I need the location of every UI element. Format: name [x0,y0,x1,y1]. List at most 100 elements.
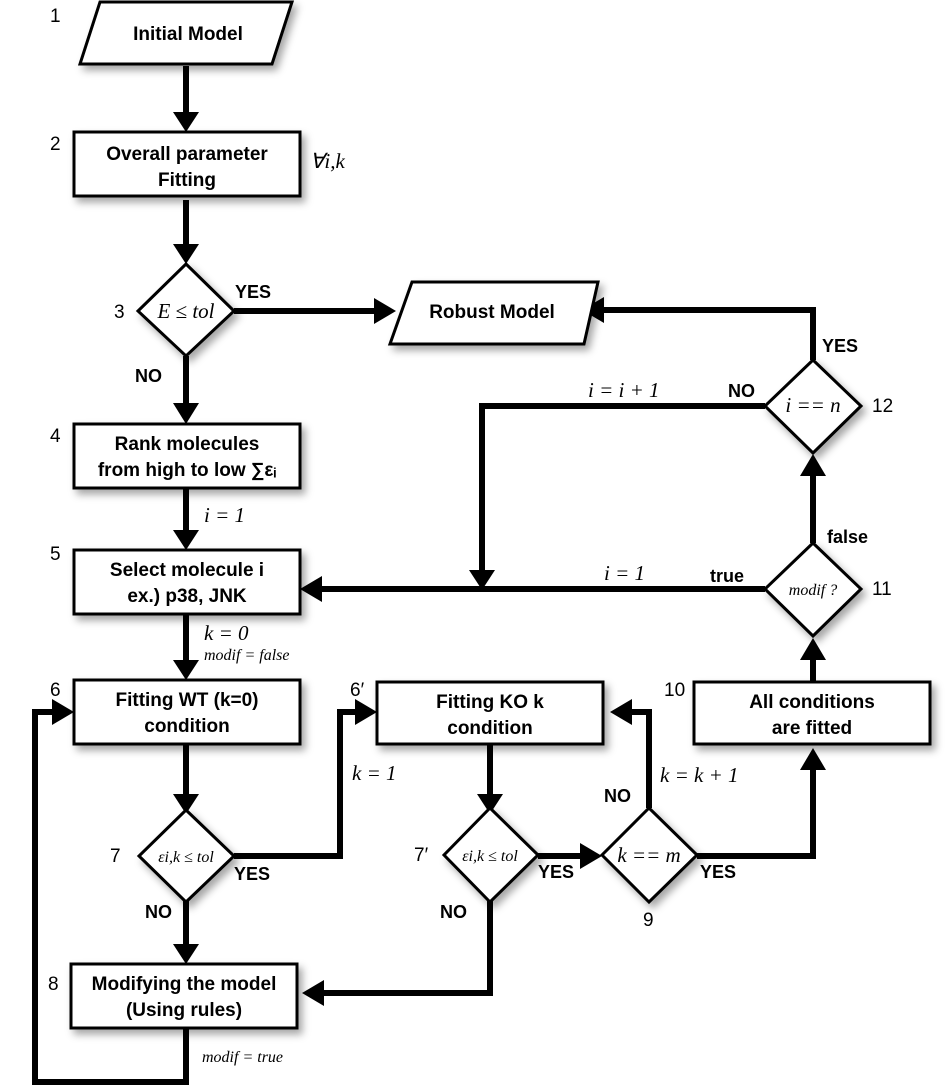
diamond-shape [136,807,237,905]
diamond-shape [599,805,700,905]
for-all-annotation: ∀i,k [310,149,345,173]
edge-7p-8 [320,898,493,996]
node-decision-modif: modif ? 11 true false i = 1 [604,527,892,639]
node-decision-i-n: i == n 12 YES NO i = i + 1 [588,336,893,456]
edge-9-6p [628,709,652,808]
node-overall-fitting: Overall parameter Fitting 2 ∀i,k [50,130,345,198]
step-number: 9 [643,910,654,931]
no-label: NO [135,366,162,386]
node-decision-e-tol: E ≤ tol 3 YES NO [114,261,271,386]
arrowhead [173,244,199,264]
node-label-line1: All conditions [749,692,875,713]
edge-8-6 [32,709,189,1085]
edge-12-5 [479,403,765,575]
node-label: Initial Model [133,24,243,45]
step-number: 6′ [350,680,365,701]
arrowhead [477,794,503,814]
arrowhead [302,980,324,1006]
step-number: 2 [50,134,61,155]
arrowhead [173,403,199,424]
arrowhead [580,843,602,869]
node-decision-7: εi,k ≤ tol 7 YES NO [110,807,270,922]
diamond-shape [441,805,541,905]
box-shape [72,130,302,198]
node-label-line1: Rank molecules [115,434,260,455]
diamond-shape [762,540,864,639]
step-number: 6 [50,680,61,701]
edge-9-10 [697,765,816,859]
node-fitting-wt: Fitting WT (k=0) condition 6 [50,678,302,746]
i-equals-1-label: i = 1 [204,503,245,527]
k-increment-label: k = k + 1 [660,763,738,787]
arrowhead [800,748,826,770]
step-number: 5 [50,544,61,565]
node-label: Robust Model [429,302,555,323]
node-label-line2: from high to low ∑εᵢ [98,460,277,481]
k-equals-0-label: k = 0 [204,621,249,645]
step-number: 12 [872,396,893,417]
arrowhead [52,699,74,725]
parallelogram-shape [387,280,600,346]
arrowhead [800,454,826,476]
no-label: NO [728,381,755,401]
node-label-line2: condition [447,718,532,739]
step-number: 4 [50,426,61,447]
node-label-line1: Select molecule i [110,560,264,581]
arrowhead [173,660,199,680]
condition-label: E ≤ tol [156,299,214,323]
no-label: NO [440,902,467,922]
yes-label: YES [234,864,270,884]
step-number: 7′ [414,845,429,866]
node-label-line1: Overall parameter [106,144,268,165]
node-initial-model: Initial Model 1 [50,0,295,66]
box-shape [72,422,302,490]
arrowhead [469,570,495,590]
yes-label: YES [822,336,858,356]
node-label-line2: are fitted [772,718,852,739]
node-robust-model: Robust Model [387,280,600,346]
false-label: false [827,527,868,547]
yes-label: YES [700,862,736,882]
condition-label: εi,k ≤ tol [158,849,214,866]
node-label-line2: Fitting [158,170,216,191]
arrowhead [374,298,396,324]
arrowhead [173,944,199,964]
no-label: NO [145,902,172,922]
i-equals-1-label: i = 1 [604,561,645,585]
node-decision-7p: εi,k ≤ tol 7′ YES NO [414,805,574,922]
node-modifying-model: Modifying the model (Using rules) 8 modi… [48,962,299,1066]
condition-label: k == m [617,843,680,867]
yes-label: YES [538,862,574,882]
node-decision-9: k == m 9 YES NO k = k + 1 [599,763,738,931]
connectors [32,66,826,1085]
node-label-line1: Modifying the model [92,974,277,995]
edge-12-robust [600,307,816,360]
box-shape [72,548,302,616]
step-number: 8 [48,974,59,995]
arrowhead [173,530,199,550]
node-label-line1: Fitting WT (k=0) [115,690,258,711]
i-increment-label: i = i + 1 [588,378,660,402]
arrowhead [610,699,632,725]
box-shape [375,680,605,746]
node-label-line2: condition [144,716,229,737]
arrowhead [173,112,199,132]
arrowhead [300,576,322,602]
arrowhead [800,638,826,660]
modif-true-label: modif = true [202,1049,283,1066]
node-rank-molecules: Rank molecules from high to low ∑εᵢ 4 i … [50,422,302,527]
node-all-conditions-fitted: All conditions are fitted 10 [664,680,932,746]
yes-label: YES [235,282,271,302]
no-label: NO [604,786,631,806]
node-label-line2: ex.) p38, JNK [127,586,247,607]
box-shape [72,678,302,746]
node-fitting-ko: Fitting KO k condition 6′ k = 1 [350,680,605,785]
arrowhead [355,699,377,725]
node-label-line1: Fitting KO k [436,692,544,713]
step-number: 1 [50,6,61,27]
modif-false-label: modif = false [204,647,289,664]
step-number: 7 [110,846,121,867]
edge-7-6p [234,709,358,859]
box-shape [69,962,299,1030]
